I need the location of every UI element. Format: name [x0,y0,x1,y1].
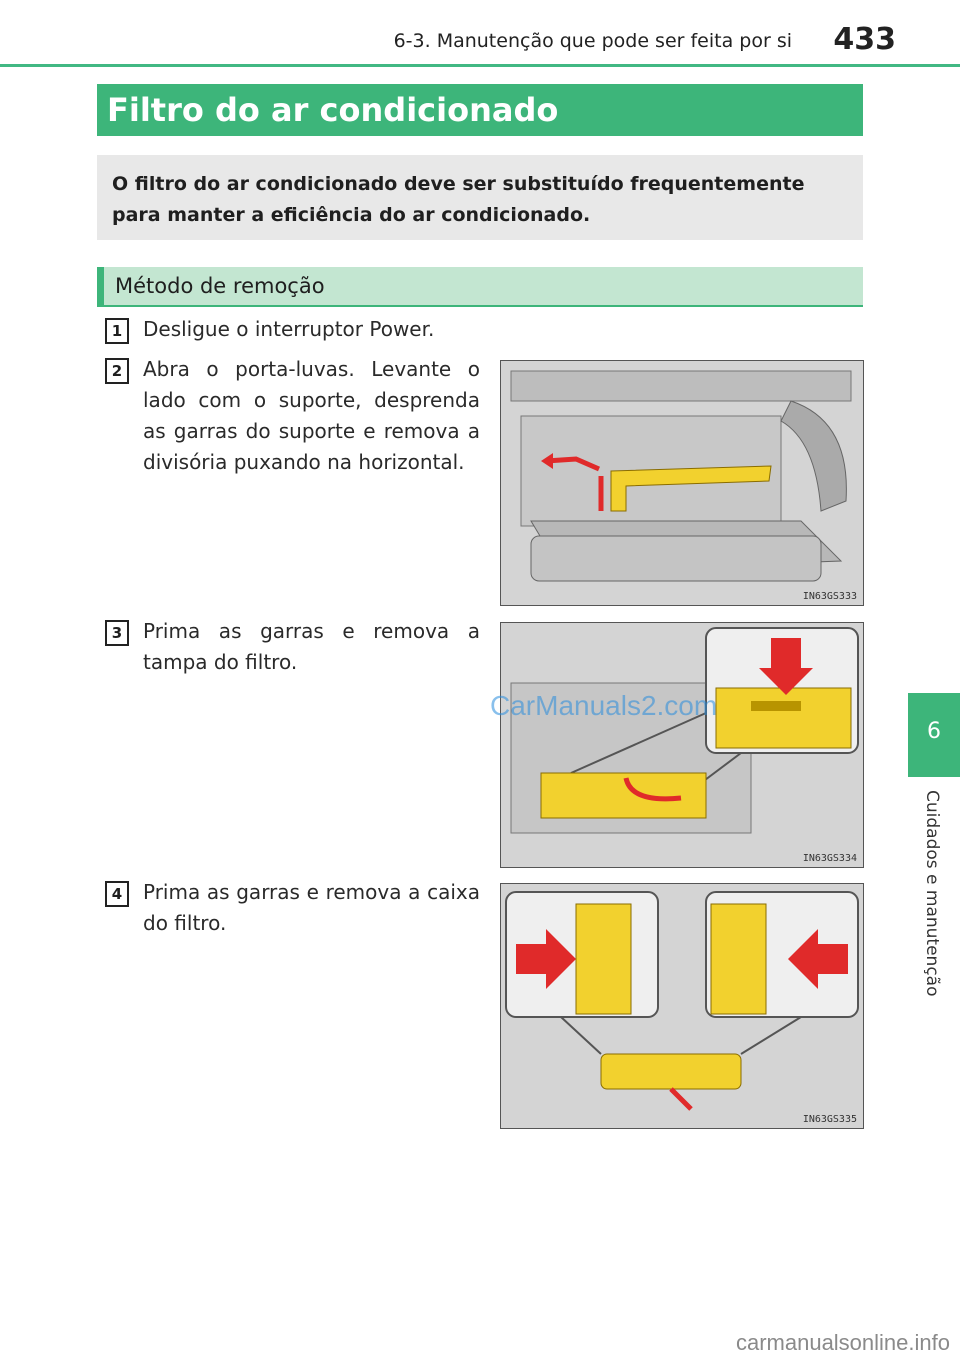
subsection-accent [97,267,104,305]
figure-step-4: IN63GS335 [500,883,864,1129]
subsection-bar: Método de remoção [97,267,863,307]
intro-text: O filtro do ar condicionado deve ser sub… [112,173,805,226]
step-text-1: Desligue o interruptor Power. [143,317,435,341]
step-text-4: Prima as garras e remova a caixa do filt… [143,880,480,935]
step-badge-2: 2 [105,358,129,384]
watermark: CarManuals2.com [490,690,718,721]
figure-step-2: IN63GS333 [500,360,864,606]
header-section-ref: 6-3. Manutenção que pode ser feita por s… [393,30,792,52]
header-rule [0,64,960,67]
chapter-label: Cuidados e manutenção [922,790,942,997]
filter-case-illustration [501,884,863,1128]
figure-code-4: IN63GS335 [802,1114,857,1125]
footer-watermark: carmanualsonline.info [735,1330,950,1355]
figure-step-3: IN63GS334 [500,622,864,868]
step-text-2: Abra o porta-luvas. Levante o lado com o… [143,357,480,474]
subsection-title: Método de remoção [115,274,325,298]
section-title-bar: Filtro do ar condicionado [97,84,863,136]
glovebox-divider-illustration [501,361,863,605]
step-badge-4: 4 [105,881,129,907]
intro-box: O filtro do ar condicionado deve ser sub… [97,155,863,240]
figure-code-2: IN63GS333 [802,591,857,602]
filter-cover-illustration [501,623,863,867]
chapter-tab[interactable]: 6 [908,693,960,777]
chapter-number: 6 [927,719,941,744]
step-badge-3: 3 [105,620,129,646]
step-badge-1: 1 [105,318,129,344]
figure-code-3: IN63GS334 [802,853,857,864]
step-text-3: Prima as garras e remova a tampa do filt… [143,619,480,674]
page-number: 433 [833,22,896,57]
section-title: Filtro do ar condicionado [107,91,559,129]
